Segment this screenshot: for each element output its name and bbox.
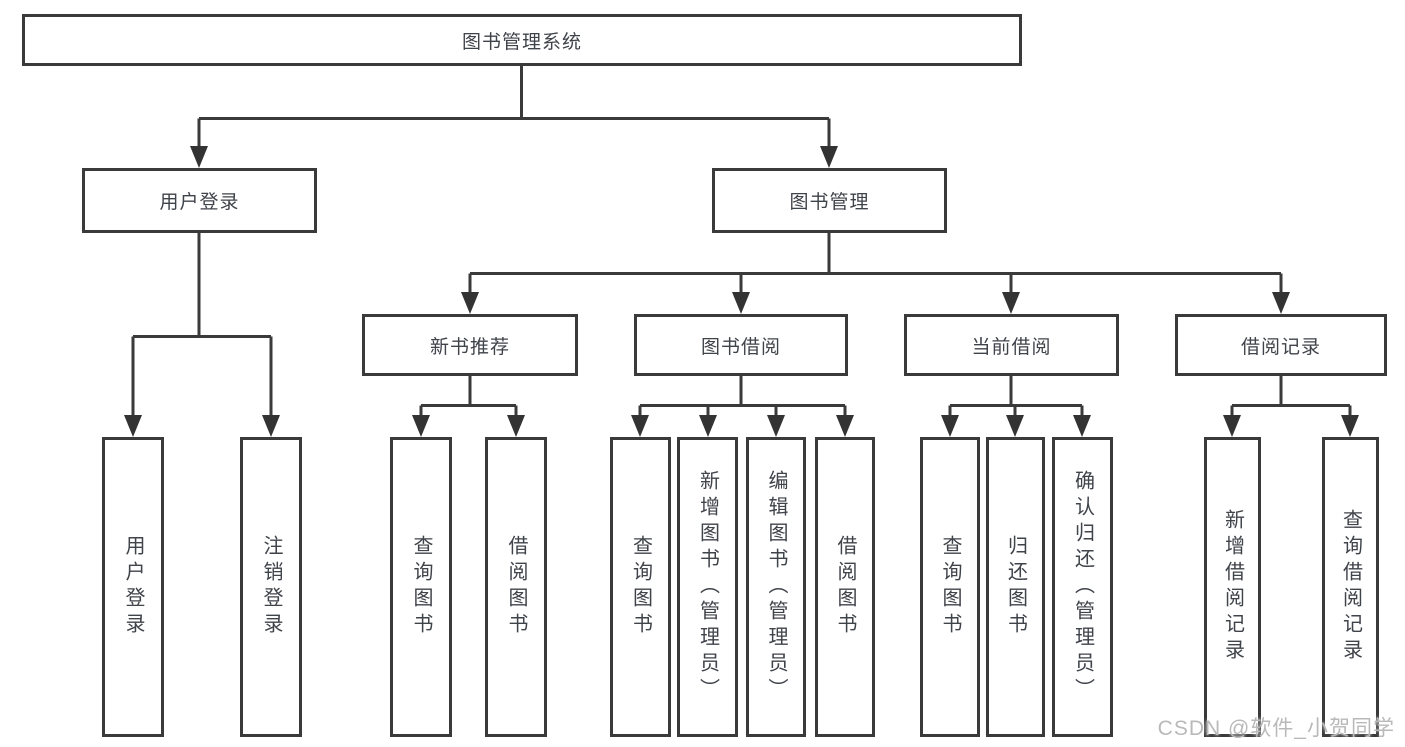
- leaf-edit-book-admin: 编辑图书（管理员）: [746, 437, 806, 737]
- node-book-borrow: 图书借阅: [634, 314, 848, 376]
- leaf-query-borrow-record: 查询借阅记录: [1322, 437, 1379, 737]
- node-user-login: 用户登录: [82, 168, 317, 233]
- leaf-query-books-current: 查询图书: [920, 437, 980, 737]
- leaf-logout: 注销登录: [240, 437, 302, 737]
- leaf-add-borrow-record: 新增借阅记录: [1204, 437, 1261, 737]
- leaf-confirm-return-admin: 确认归还（管理员）: [1052, 437, 1113, 737]
- node-root: 图书管理系统: [22, 14, 1022, 66]
- leaf-return-books: 归还图书: [986, 437, 1045, 737]
- watermark: CSDN @软件_小贺同学: [1157, 717, 1395, 740]
- leaf-query-books-borrow: 查询图书: [610, 437, 671, 737]
- leaf-query-books-recommend: 查询图书: [390, 437, 452, 737]
- node-book-management: 图书管理: [712, 168, 947, 233]
- leaf-borrow-books-borrow: 借阅图书: [815, 437, 875, 737]
- node-current-borrow: 当前借阅: [904, 314, 1119, 376]
- node-new-book-recommend: 新书推荐: [362, 314, 578, 376]
- leaf-add-book-admin: 新增图书（管理员）: [677, 437, 738, 737]
- leaf-borrow-books-recommend: 借阅图书: [485, 437, 547, 737]
- node-borrow-records: 借阅记录: [1175, 314, 1387, 376]
- leaf-user-login: 用户登录: [102, 437, 164, 737]
